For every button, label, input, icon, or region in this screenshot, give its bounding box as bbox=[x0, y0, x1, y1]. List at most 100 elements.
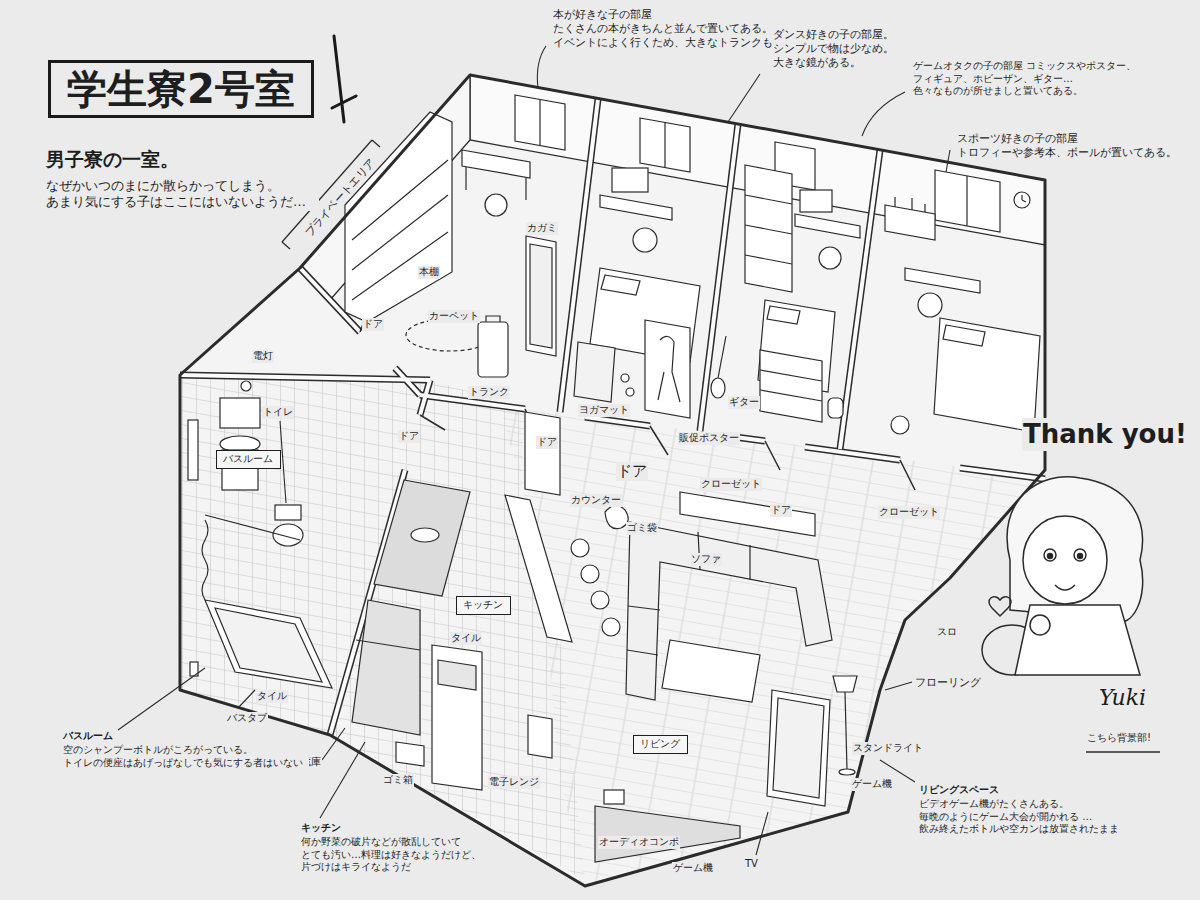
gameroom-furniture bbox=[795, 214, 860, 238]
gameroom-furniture bbox=[745, 165, 792, 292]
artist-character bbox=[989, 597, 1011, 616]
artist-character bbox=[1007, 477, 1143, 622]
bathroom-fixtures bbox=[241, 381, 251, 391]
artist-character bbox=[1023, 516, 1107, 604]
bookroom-furniture bbox=[526, 236, 556, 356]
kitchen-fixtures bbox=[438, 660, 476, 690]
note-heading: 男子寮の一室。 bbox=[45, 148, 180, 172]
wall bbox=[420, 380, 430, 415]
sportsroom-furniture bbox=[905, 268, 980, 293]
living-furniture bbox=[767, 690, 830, 806]
artist-character bbox=[1055, 585, 1075, 590]
gameroom-furniture bbox=[760, 370, 822, 401]
callout-label: 本棚 bbox=[418, 266, 440, 279]
callout-label: クローゼット bbox=[700, 478, 762, 491]
callout-label: ドア bbox=[362, 318, 384, 331]
wall bbox=[840, 150, 880, 449]
wall-clock bbox=[1022, 195, 1026, 202]
wall bbox=[960, 468, 1045, 479]
room-tag: バスルーム bbox=[216, 450, 281, 469]
kitchen-fixtures bbox=[374, 480, 470, 596]
living-furniture bbox=[662, 640, 760, 702]
door bbox=[420, 415, 445, 430]
window bbox=[664, 123, 665, 168]
danceroom-furniture bbox=[626, 388, 634, 396]
note-text: なぜかいつのまにか散らかってしまう。 あまり気にする子はここにはいないようだ… bbox=[45, 178, 319, 211]
leader-line bbox=[756, 812, 768, 855]
bathroom-fixtures bbox=[205, 515, 300, 540]
door bbox=[765, 441, 780, 470]
kitchen-fixtures bbox=[591, 591, 609, 609]
callout-label: ドア bbox=[536, 436, 558, 449]
callout-label: クローゼット bbox=[878, 506, 940, 519]
wall-clock bbox=[1014, 192, 1030, 208]
bookroom-furniture bbox=[530, 244, 552, 348]
wall bbox=[805, 447, 900, 460]
gameroom-furniture bbox=[800, 190, 832, 212]
wall bbox=[840, 150, 880, 449]
sportsroom-furniture bbox=[885, 197, 1040, 434]
callout-label: 電子レンジ bbox=[488, 776, 540, 789]
private-area-bracket bbox=[282, 242, 290, 249]
kitchen-fixtures bbox=[411, 528, 439, 542]
living-furniture bbox=[595, 806, 740, 862]
note-text: ダンス好きの子の部屋。 シンプルで物は少なめ。 大きな鏡がある。 bbox=[772, 28, 902, 69]
gameroom-furniture bbox=[711, 378, 725, 398]
danceroom-furniture bbox=[658, 336, 680, 402]
kitchen-fixtures bbox=[571, 539, 589, 557]
callout-label: TV bbox=[744, 858, 759, 871]
wall-clock bbox=[1014, 192, 1030, 208]
title-frame-stroke bbox=[334, 36, 344, 122]
callout-label: タイル bbox=[450, 632, 482, 645]
thanks-text: Thank you! bbox=[1022, 418, 1188, 451]
artist-character bbox=[1015, 605, 1140, 675]
wall bbox=[585, 417, 650, 426]
bookroom-furniture bbox=[345, 112, 556, 377]
note-text: 本が好きな子の部屋 たくさんの本がきちんと並んで置いてある。 イベントによく行く… bbox=[552, 8, 782, 49]
room-tag-text: キッチン bbox=[463, 599, 503, 611]
signature: Yuki bbox=[1098, 684, 1147, 712]
wall bbox=[700, 124, 738, 431]
leader-line bbox=[118, 668, 205, 730]
gameroom-furniture bbox=[718, 336, 726, 378]
bookroom-furniture bbox=[345, 112, 452, 322]
door bbox=[900, 460, 915, 490]
callout-label: トランク bbox=[468, 386, 510, 399]
danceroom-furniture bbox=[600, 195, 672, 220]
artist-character bbox=[1074, 549, 1086, 561]
leader-line bbox=[322, 728, 345, 760]
room-tag: キッチン bbox=[456, 596, 511, 615]
window bbox=[539, 100, 540, 146]
leader-line bbox=[118, 46, 950, 855]
window bbox=[966, 176, 967, 226]
artist-character bbox=[1030, 615, 1050, 635]
room-tag: リビング bbox=[633, 735, 688, 754]
gameroom-furniture bbox=[711, 165, 860, 422]
living-furniture bbox=[833, 676, 857, 692]
kitchen-fixtures bbox=[432, 645, 482, 790]
artist-character bbox=[1086, 751, 1160, 753]
bathroom-fixtures bbox=[220, 398, 260, 428]
leader-line bbox=[728, 74, 760, 122]
bathroom-fixtures bbox=[202, 520, 208, 600]
danceroom-furniture bbox=[633, 228, 657, 252]
callout-label: ドア bbox=[616, 462, 648, 481]
bathroom-fixtures bbox=[188, 381, 332, 688]
callout-label: ソファ bbox=[690, 553, 722, 566]
bathroom-fixtures bbox=[273, 524, 303, 546]
sportsroom-furniture bbox=[934, 318, 1040, 432]
wall bbox=[180, 375, 430, 380]
artist-character bbox=[1078, 554, 1083, 559]
note-heading: リビングスペース bbox=[918, 784, 1000, 797]
danceroom-furniture bbox=[574, 168, 700, 418]
callout-label: カガミ bbox=[526, 222, 558, 235]
callout-label: ゲーム機 bbox=[672, 862, 714, 875]
private-area-bracket bbox=[372, 140, 380, 147]
window bbox=[935, 170, 1000, 232]
danceroom-furniture bbox=[645, 320, 690, 418]
room-tag-text: バスルーム bbox=[223, 453, 273, 465]
window bbox=[515, 95, 565, 150]
callout-label: カーペット bbox=[428, 310, 480, 323]
living-furniture bbox=[604, 790, 624, 804]
